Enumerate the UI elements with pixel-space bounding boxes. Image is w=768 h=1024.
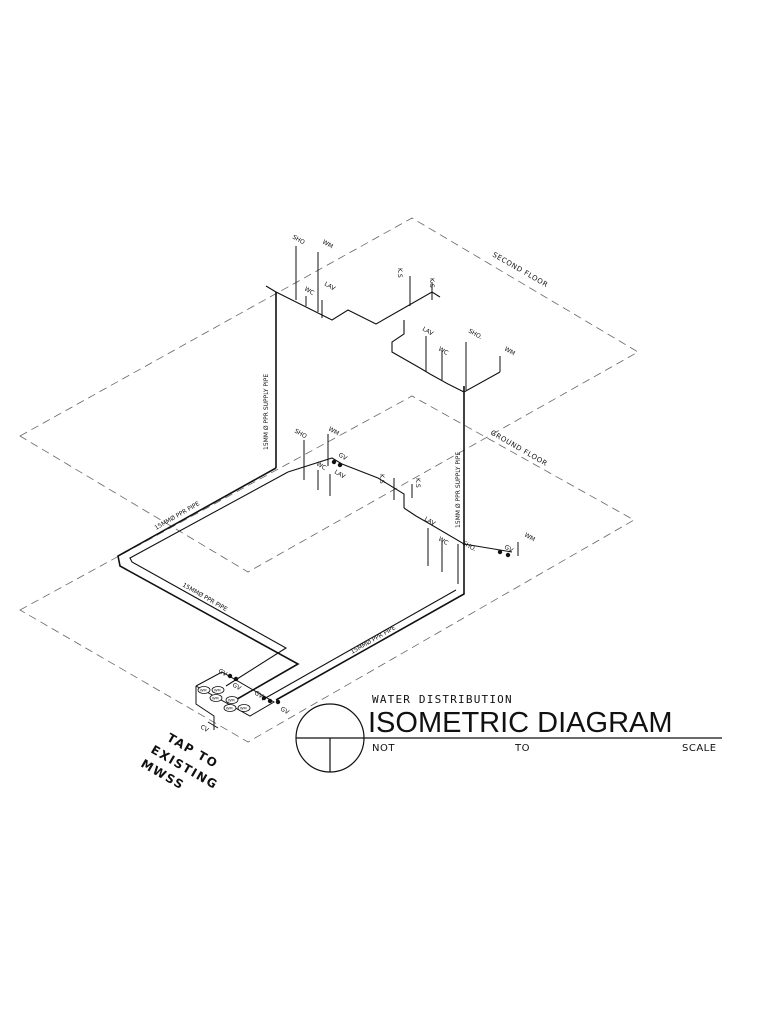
gf-sho-label: SHO — [293, 428, 308, 441]
check-valve-label: CV — [199, 724, 210, 735]
sf-wc-label: WC — [303, 286, 315, 297]
gf-wm2-label: WM — [523, 532, 536, 544]
water-meter-group: WM WM WM WM WM WM — [197, 686, 251, 712]
check-valve-mark — [207, 721, 219, 729]
ground-floor-label: GROUND FLOOR — [489, 429, 549, 468]
ppr-pipe-label-3: 15MMØ PPR PIPE — [350, 624, 398, 656]
second-floor-branch-c — [391, 320, 501, 393]
water-meter-label-6: WM — [240, 707, 247, 711]
gf-fixture-run-left — [287, 457, 405, 508]
ppr-pipe-label-2: 15MMØ PPR PIPE — [181, 582, 229, 614]
ground-floor-outline — [19, 395, 635, 743]
gf-ks1-label: K.S — [378, 474, 385, 484]
title-subtitle: WATER DISTRIBUTION — [372, 693, 513, 706]
gf-ks2-label: K.S — [414, 478, 421, 488]
gf-wc2-label: WC — [437, 536, 449, 547]
gate-valve-gf-right-2 — [497, 549, 503, 555]
water-meter-3 — [209, 694, 223, 702]
gf-wm-label: WM — [327, 426, 340, 438]
service-line — [195, 686, 215, 730]
gate-valve-gf-2 — [337, 462, 343, 468]
gf-lower-run-inner — [261, 589, 457, 701]
sf-lav-label: LAV — [323, 281, 337, 293]
sf-wm2-label: WM — [503, 346, 516, 358]
water-meter-1 — [197, 686, 211, 694]
gate-valve-gf-right — [505, 552, 511, 558]
gf-wc-label: WC — [315, 461, 327, 472]
gf-gv-label: GV — [337, 452, 349, 463]
scale-not: NOT — [372, 743, 395, 754]
manifold-gv-label-3: GV — [253, 690, 265, 701]
sf-ks1-label: K.S — [396, 268, 403, 278]
second-floor-outline — [19, 217, 639, 573]
title-main: ISOMETRIC DIAGRAM — [368, 707, 673, 739]
gf-gv2-label: GV — [503, 544, 515, 555]
sf-wm-label: WM — [321, 239, 334, 251]
manifold-gv-label-1: GV — [217, 668, 229, 679]
second-floor-branch-b — [403, 291, 441, 309]
water-meter-2 — [211, 686, 225, 694]
manifold-gv-label-2: GV — [231, 682, 243, 693]
water-meter-6 — [237, 704, 251, 712]
gf-lower-run — [275, 590, 465, 701]
title-block: WATER DISTRIBUTION ISOMETRIC DIAGRAM NOT… — [295, 693, 722, 773]
sf-sho-label: SHO — [291, 234, 306, 247]
scale-to: TO — [514, 743, 530, 754]
gate-valve-gf — [331, 459, 337, 465]
water-meter-label-2: WM — [214, 689, 221, 693]
gf-main-loop-inner — [129, 471, 289, 687]
water-meter-label-5: WM — [226, 707, 233, 711]
right-riser-label: 15MM Ø PPR SUPPLY PIPE — [455, 452, 462, 528]
water-meter-label-1: WM — [200, 689, 207, 693]
gf-fixture-run-right — [403, 507, 513, 553]
gf-main-loop — [117, 467, 300, 703]
manifold-gv-label-4: GV — [279, 706, 291, 717]
ppr-pipe-label-1: 15MMØ PPR PIPE — [154, 500, 202, 532]
water-meter-label-3: WM — [212, 697, 219, 701]
gate-valve-manifold-2 — [233, 676, 239, 682]
sf-lav2-label: LAV — [421, 326, 435, 338]
sf-wc2-label: WC — [437, 346, 449, 357]
water-meter-5 — [223, 704, 237, 712]
scale-scale: SCALE — [682, 743, 717, 754]
gf-lav-label: LAV — [333, 469, 347, 481]
gate-valve-manifold-5 — [275, 699, 281, 705]
water-meter-4 — [225, 696, 239, 704]
second-floor-branch-a — [265, 285, 405, 325]
left-riser-label: 15MM Ø PPR SUPPLY PIPE — [263, 374, 270, 450]
water-meter-label-4: WM — [228, 699, 235, 703]
sf-sho2-label: SHO. — [467, 328, 483, 341]
sf-ks2-label: K.S — [428, 278, 435, 288]
gf-lav2-label: LAV — [423, 516, 437, 528]
